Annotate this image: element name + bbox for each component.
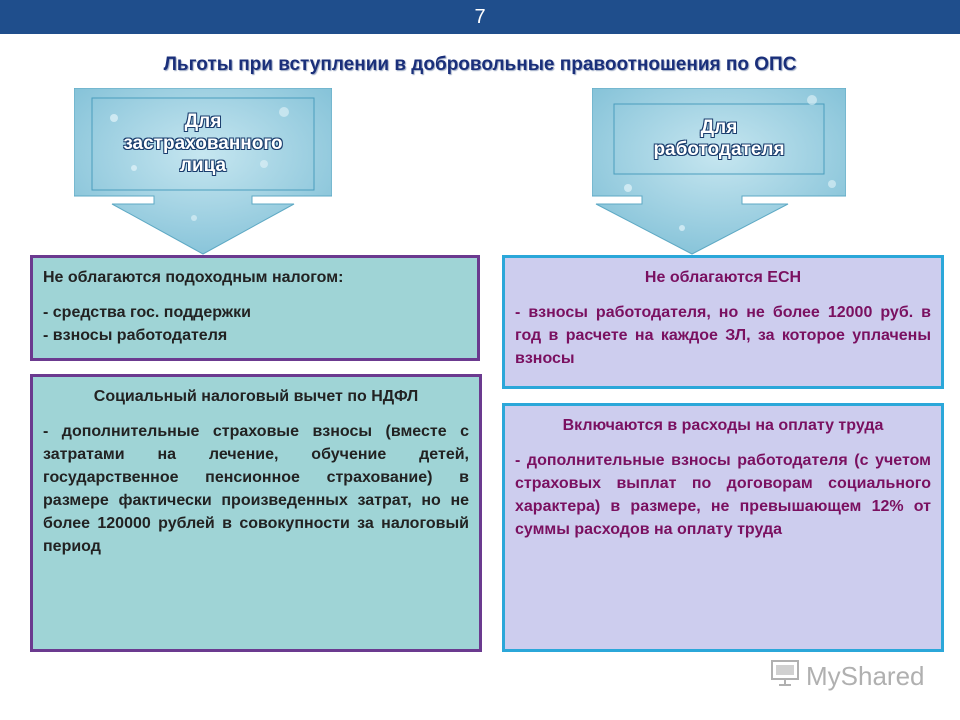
- presentation-icon: [770, 658, 800, 695]
- right-arrow-label: Для работодателя: [614, 104, 824, 174]
- labor-costs-heading: Включаются в расходы на оплату труда: [562, 417, 884, 434]
- logo-text: MyShared: [806, 660, 925, 691]
- slide-number-bar: 7: [0, 0, 960, 34]
- right-arrow-label-line-2: работодателя: [653, 139, 785, 160]
- spacer: [43, 289, 467, 301]
- social-deduction-heading: Социальный налоговый вычет по НДФЛ: [93, 388, 419, 405]
- esn-exemption-box: Не облагаются ЕСН - взносы работодателя,…: [502, 255, 944, 389]
- income-tax-line-2: - взносы работодателя: [43, 327, 228, 344]
- spacer: [515, 289, 931, 301]
- esn-text: - взносы работодателя, но не более 12000…: [515, 304, 931, 367]
- myshared-logo: MyShared: [770, 656, 930, 696]
- income-tax-exemption-box: Не облагаются подоходным налогом: - сред…: [30, 255, 480, 361]
- left-arrow-label: Для застрахованного лица: [92, 98, 314, 190]
- social-deduction-text: - дополнительные страховые взносы (вмест…: [43, 423, 469, 555]
- income-tax-line-1: - средства гос. поддержки: [43, 304, 251, 321]
- social-tax-deduction-box: Социальный налоговый вычет по НДФЛ - доп…: [30, 374, 482, 652]
- esn-heading: Не облагаются ЕСН: [644, 269, 802, 286]
- labor-costs-text: - дополнительные взносы работодателя (с …: [515, 452, 931, 538]
- spacer: [43, 408, 469, 420]
- slide-title: Льготы при вступлении в добровольные пра…: [163, 54, 797, 75]
- labor-costs-box: Включаются в расходы на оплату труда - д…: [502, 403, 944, 652]
- income-tax-heading: Не облагаются подоходным налогом:: [43, 269, 344, 286]
- left-arrow-label-line-2: застрахованного: [123, 133, 283, 154]
- left-arrow: Для застрахованного лица: [74, 88, 332, 256]
- left-arrow-label-line-1: Для: [184, 111, 222, 132]
- right-arrow: Для работодателя: [592, 88, 846, 256]
- left-arrow-label-line-3: лица: [179, 155, 227, 176]
- slide-number: 7: [474, 6, 486, 28]
- right-arrow-label-line-1: Для: [700, 117, 738, 138]
- spacer: [515, 437, 931, 449]
